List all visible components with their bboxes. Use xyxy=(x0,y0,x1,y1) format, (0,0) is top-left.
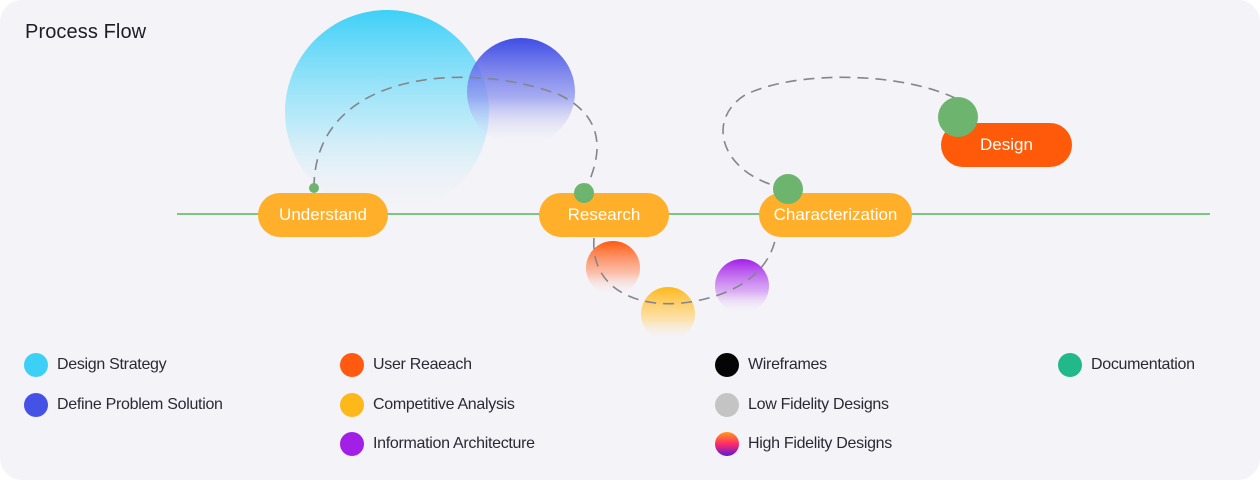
node-dot-characterization xyxy=(773,174,803,204)
user-research-sphere xyxy=(586,241,640,295)
black-dot-icon xyxy=(715,353,739,377)
grey-dot-icon xyxy=(715,393,739,417)
gradient-dot-icon xyxy=(715,432,739,456)
purple-dot-icon xyxy=(340,432,364,456)
orange-dot-icon xyxy=(340,353,364,377)
node-dot-understand xyxy=(309,183,319,193)
design-strategy-sphere xyxy=(285,10,489,214)
stage-design[interactable]: Design xyxy=(941,123,1072,167)
yellow-dot-icon xyxy=(340,393,364,417)
stage-research[interactable]: Research xyxy=(539,193,669,237)
information-architecture-sphere xyxy=(715,259,769,313)
blue-dot-icon xyxy=(24,393,48,417)
loop-right xyxy=(722,76,956,190)
competitive-analysis-sphere xyxy=(641,287,695,341)
node-dot-research xyxy=(574,183,594,203)
light-blue-dot-icon xyxy=(24,353,48,377)
define-problem-sphere xyxy=(467,38,575,146)
loop-upper xyxy=(313,76,598,194)
loop-lower xyxy=(593,235,777,305)
page-title: Process Flow xyxy=(25,21,147,43)
node-dot-design xyxy=(938,97,978,137)
green-dot-icon xyxy=(1058,353,1082,377)
stage-understand[interactable]: Understand xyxy=(258,193,388,237)
